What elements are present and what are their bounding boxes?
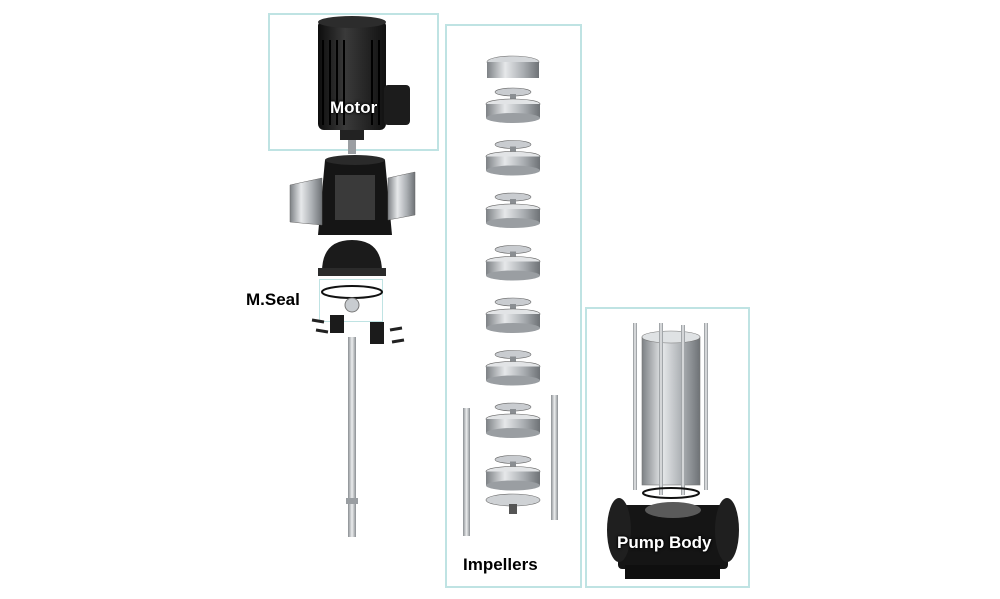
mseal-label: M.Seal: [246, 290, 300, 309]
seal-housing-illustration: [311, 240, 405, 344]
impeller-stage: [485, 87, 541, 123]
seal-frame: [319, 279, 383, 322]
impeller-stage: [485, 350, 541, 386]
impeller-stage: [485, 140, 541, 176]
pump-body-label: Pump Body: [617, 533, 712, 552]
impeller-stage: [485, 297, 541, 333]
motor-illustration: [318, 16, 410, 154]
motor-label: Motor: [330, 98, 378, 117]
pump-body-frame: [585, 307, 750, 588]
tie-strips-illustration: [463, 395, 558, 536]
impeller-stage: [485, 192, 541, 228]
impeller-stack: [485, 55, 541, 514]
impeller-stage: [485, 245, 541, 281]
impellers-label: Impellers: [463, 555, 538, 574]
impeller-stage: [485, 455, 541, 491]
motor-stool-illustration: [289, 155, 416, 235]
pump-body-illustration: [607, 323, 739, 579]
impeller-stage: [485, 402, 541, 438]
impellers-frame: [445, 24, 582, 588]
shaft-illustration: [346, 337, 358, 537]
